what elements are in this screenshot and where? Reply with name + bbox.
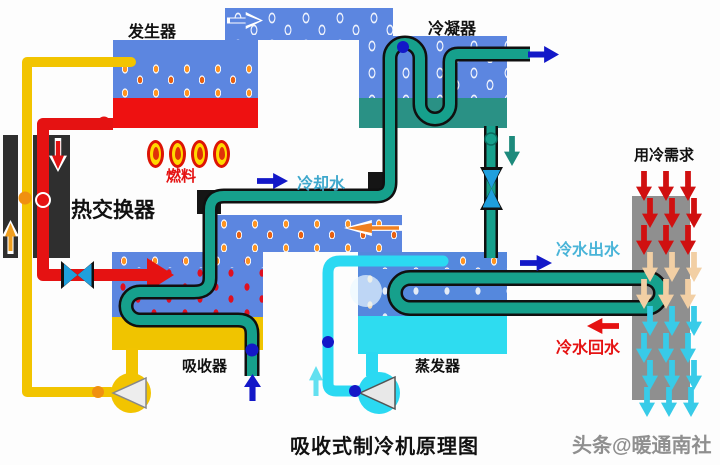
flame-icon	[147, 140, 164, 168]
fuel-label: 燃料	[166, 168, 197, 185]
dot-spray-riser	[322, 336, 334, 348]
refrigerant-pump-icon	[358, 372, 400, 414]
chilled-water-loop	[389, 272, 667, 314]
dot-pump-inlet-yellow	[92, 386, 104, 398]
generator-label: 发生器	[128, 24, 177, 41]
evaporator-liquid-band	[358, 316, 507, 354]
valve-body	[482, 169, 501, 208]
dot-heat-exchanger-red	[35, 192, 51, 208]
valve-body	[63, 263, 92, 287]
expansion-valve-icon[interactable]	[480, 167, 503, 210]
flame-icon	[169, 140, 186, 168]
vapor-flow-arrow-icon	[227, 12, 263, 29]
dot-absorber-coil-inlet	[245, 343, 259, 357]
spray-circuit-pipe	[322, 255, 449, 397]
solution-pump-icon	[111, 373, 151, 413]
watermark: 头条@暖通南社	[572, 435, 712, 457]
cooling-water-label: 冷却水	[297, 176, 346, 193]
chilled-water-out-label: 冷水出水	[556, 242, 621, 259]
absorber-label: 吸收器	[182, 358, 228, 375]
generator-droplets	[113, 60, 258, 98]
hot-flow-down-arrow-icon	[49, 138, 67, 172]
chilled-water-return-label: 冷水回水	[556, 340, 621, 357]
solution-valve-icon[interactable]	[61, 261, 94, 289]
generator-solution-red	[113, 98, 258, 128]
heat-exchanger-label: 热交换器	[71, 199, 155, 222]
dot-condenser-outlet	[484, 132, 498, 146]
diagram-title: 吸收式制冷机原理图	[290, 436, 479, 458]
evaporator-label: 蒸发器	[415, 358, 461, 375]
vapor-to-absorber-arrow-icon	[344, 220, 402, 236]
flame-icon	[191, 140, 208, 168]
flame-icon	[213, 140, 230, 168]
warm-flow-up-arrow-icon	[2, 220, 19, 254]
dot-condenser-coil	[397, 41, 409, 53]
condenser-label: 冷凝器	[428, 21, 477, 38]
cooling-water-pipe	[121, 38, 530, 376]
weak-solution-arrowhead	[147, 258, 174, 292]
rich-solution-pipe	[22, 57, 136, 397]
dot-heat-exchanger-yellow	[18, 191, 32, 205]
dot-generator-outlet	[97, 116, 111, 130]
cooling-demand-label: 用冷需求	[634, 147, 695, 164]
dot-refrigerant-pump	[349, 385, 361, 397]
vapor-duct-generator-to-condenser	[225, 8, 393, 40]
evaporator-spray-blob	[350, 275, 382, 307]
